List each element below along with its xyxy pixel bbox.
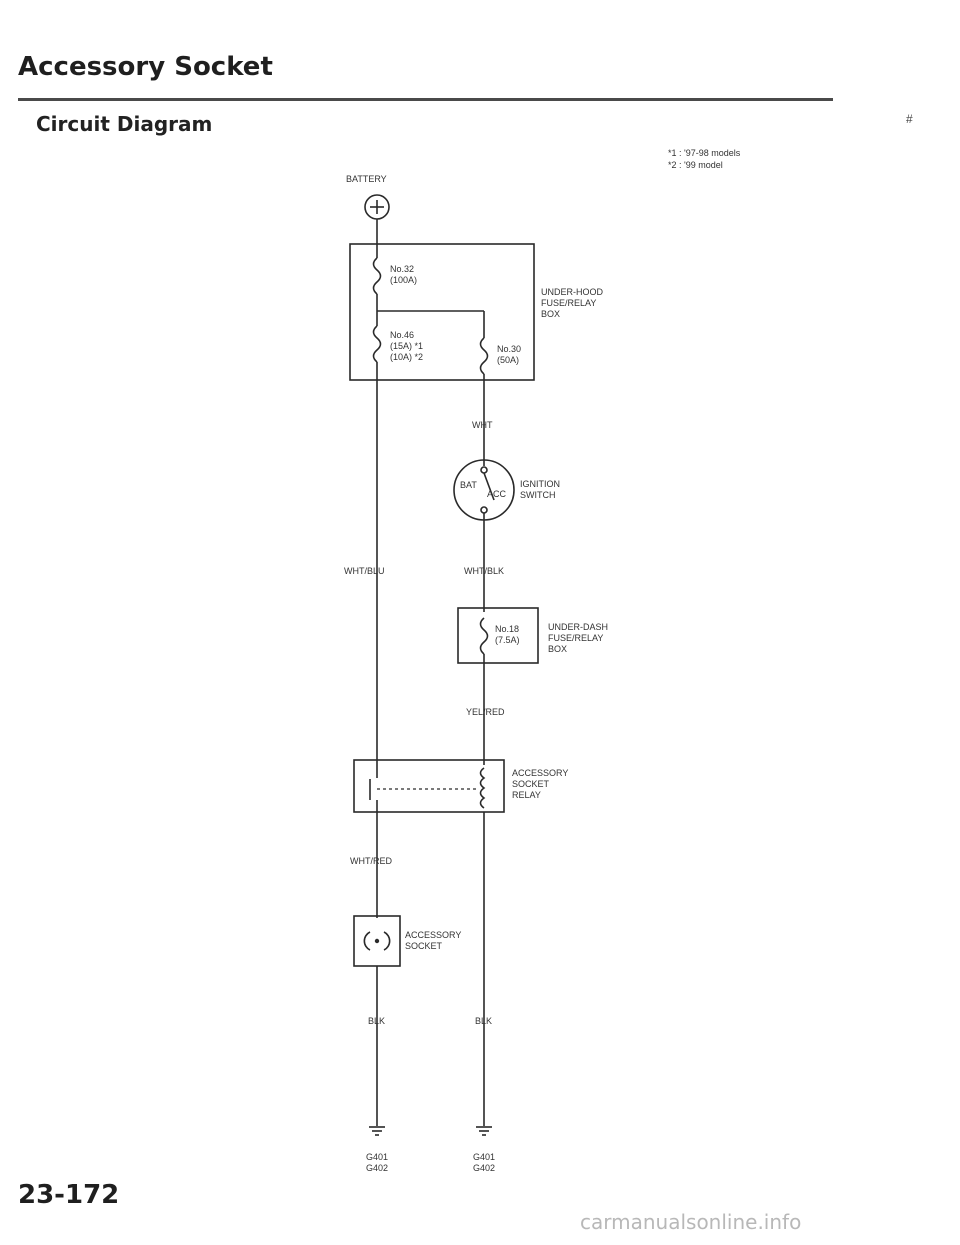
wire-label-blk-right: BLK [475,1016,492,1026]
title-divider [18,98,833,101]
ignition-bat-label: BAT [460,480,477,490]
wire-label-yel-red: YEL/RED [466,707,505,717]
socket-symbol [363,931,391,951]
relay-label-3: RELAY [512,790,541,800]
battery-symbol [364,194,390,220]
section-title: Circuit Diagram [36,112,213,136]
wire-label-wht-blk: WHT/BLK [464,566,504,576]
under-dash-label-3: BOX [548,644,567,654]
fuse-32 [372,257,382,295]
wire-label-wht: WHT [472,420,493,430]
accessory-socket-relay [353,759,505,813]
page-title: Accessory Socket [18,52,273,82]
under-dash-label-1: UNDER-DASH [548,622,608,632]
ignition-bat-terminal [480,466,488,474]
fuse-30 [479,337,489,375]
battery-label: BATTERY [346,174,387,184]
fuse-18 [479,617,489,655]
ground-symbol-left [369,1126,385,1136]
ignition-label-1: IGNITION [520,479,560,489]
relay-label-2: SOCKET [512,779,550,789]
under-hood-label-3: BOX [541,309,560,319]
ignition-acc-label: ACC [487,489,507,499]
relay-switch-contact [369,770,378,812]
ignition-label-2: SWITCH [520,490,556,500]
fuse-30-rating: (50A) [497,355,519,365]
fuse-18-rating: (7.5A) [495,635,520,645]
fuse-46-rating-2: (10A) *2 [390,352,423,362]
under-dash-fuse-box [457,607,539,664]
fuse-46 [372,325,382,363]
ignition-contact [483,472,495,501]
under-hood-fuse-box [349,243,535,381]
page-number: 23-172 [18,1180,120,1210]
note-1: *1 : '97-98 models [668,148,741,158]
fuse-32-number: No.32 [390,264,414,274]
under-hood-label-1: UNDER-HOOD [541,287,603,297]
socket-label-2: SOCKET [405,941,443,951]
under-dash-label-2: FUSE/RELAY [548,633,603,643]
socket-label-1: ACCESSORY [405,930,461,940]
ground-left-2: G402 [366,1163,388,1173]
fuse-30-number: No.30 [497,344,521,354]
ground-right-2: G402 [473,1163,495,1173]
wire-label-blk-left: BLK [368,1016,385,1026]
fuse-46-rating-1: (15A) *1 [390,341,423,351]
ground-symbol-right [476,1126,492,1136]
wire-label-wht-blu: WHT/BLU [344,566,385,576]
note-2: *2 : '99 model [668,160,723,170]
under-hood-label-2: FUSE/RELAY [541,298,596,308]
fuse-18-number: No.18 [495,624,519,634]
fuse-32-rating: (100A) [390,275,417,285]
watermark: carmanualsonline.info [580,1210,802,1234]
ground-right-1: G401 [473,1152,495,1162]
ignition-acc-terminal [480,506,488,514]
relay-label-1: ACCESSORY [512,768,568,778]
fuse-46-number: No.46 [390,330,414,340]
stray-mark: # [906,112,913,126]
ground-left-1: G401 [366,1152,388,1162]
wire-label-wht-red: WHT/RED [350,856,392,866]
relay-coil [479,767,486,809]
